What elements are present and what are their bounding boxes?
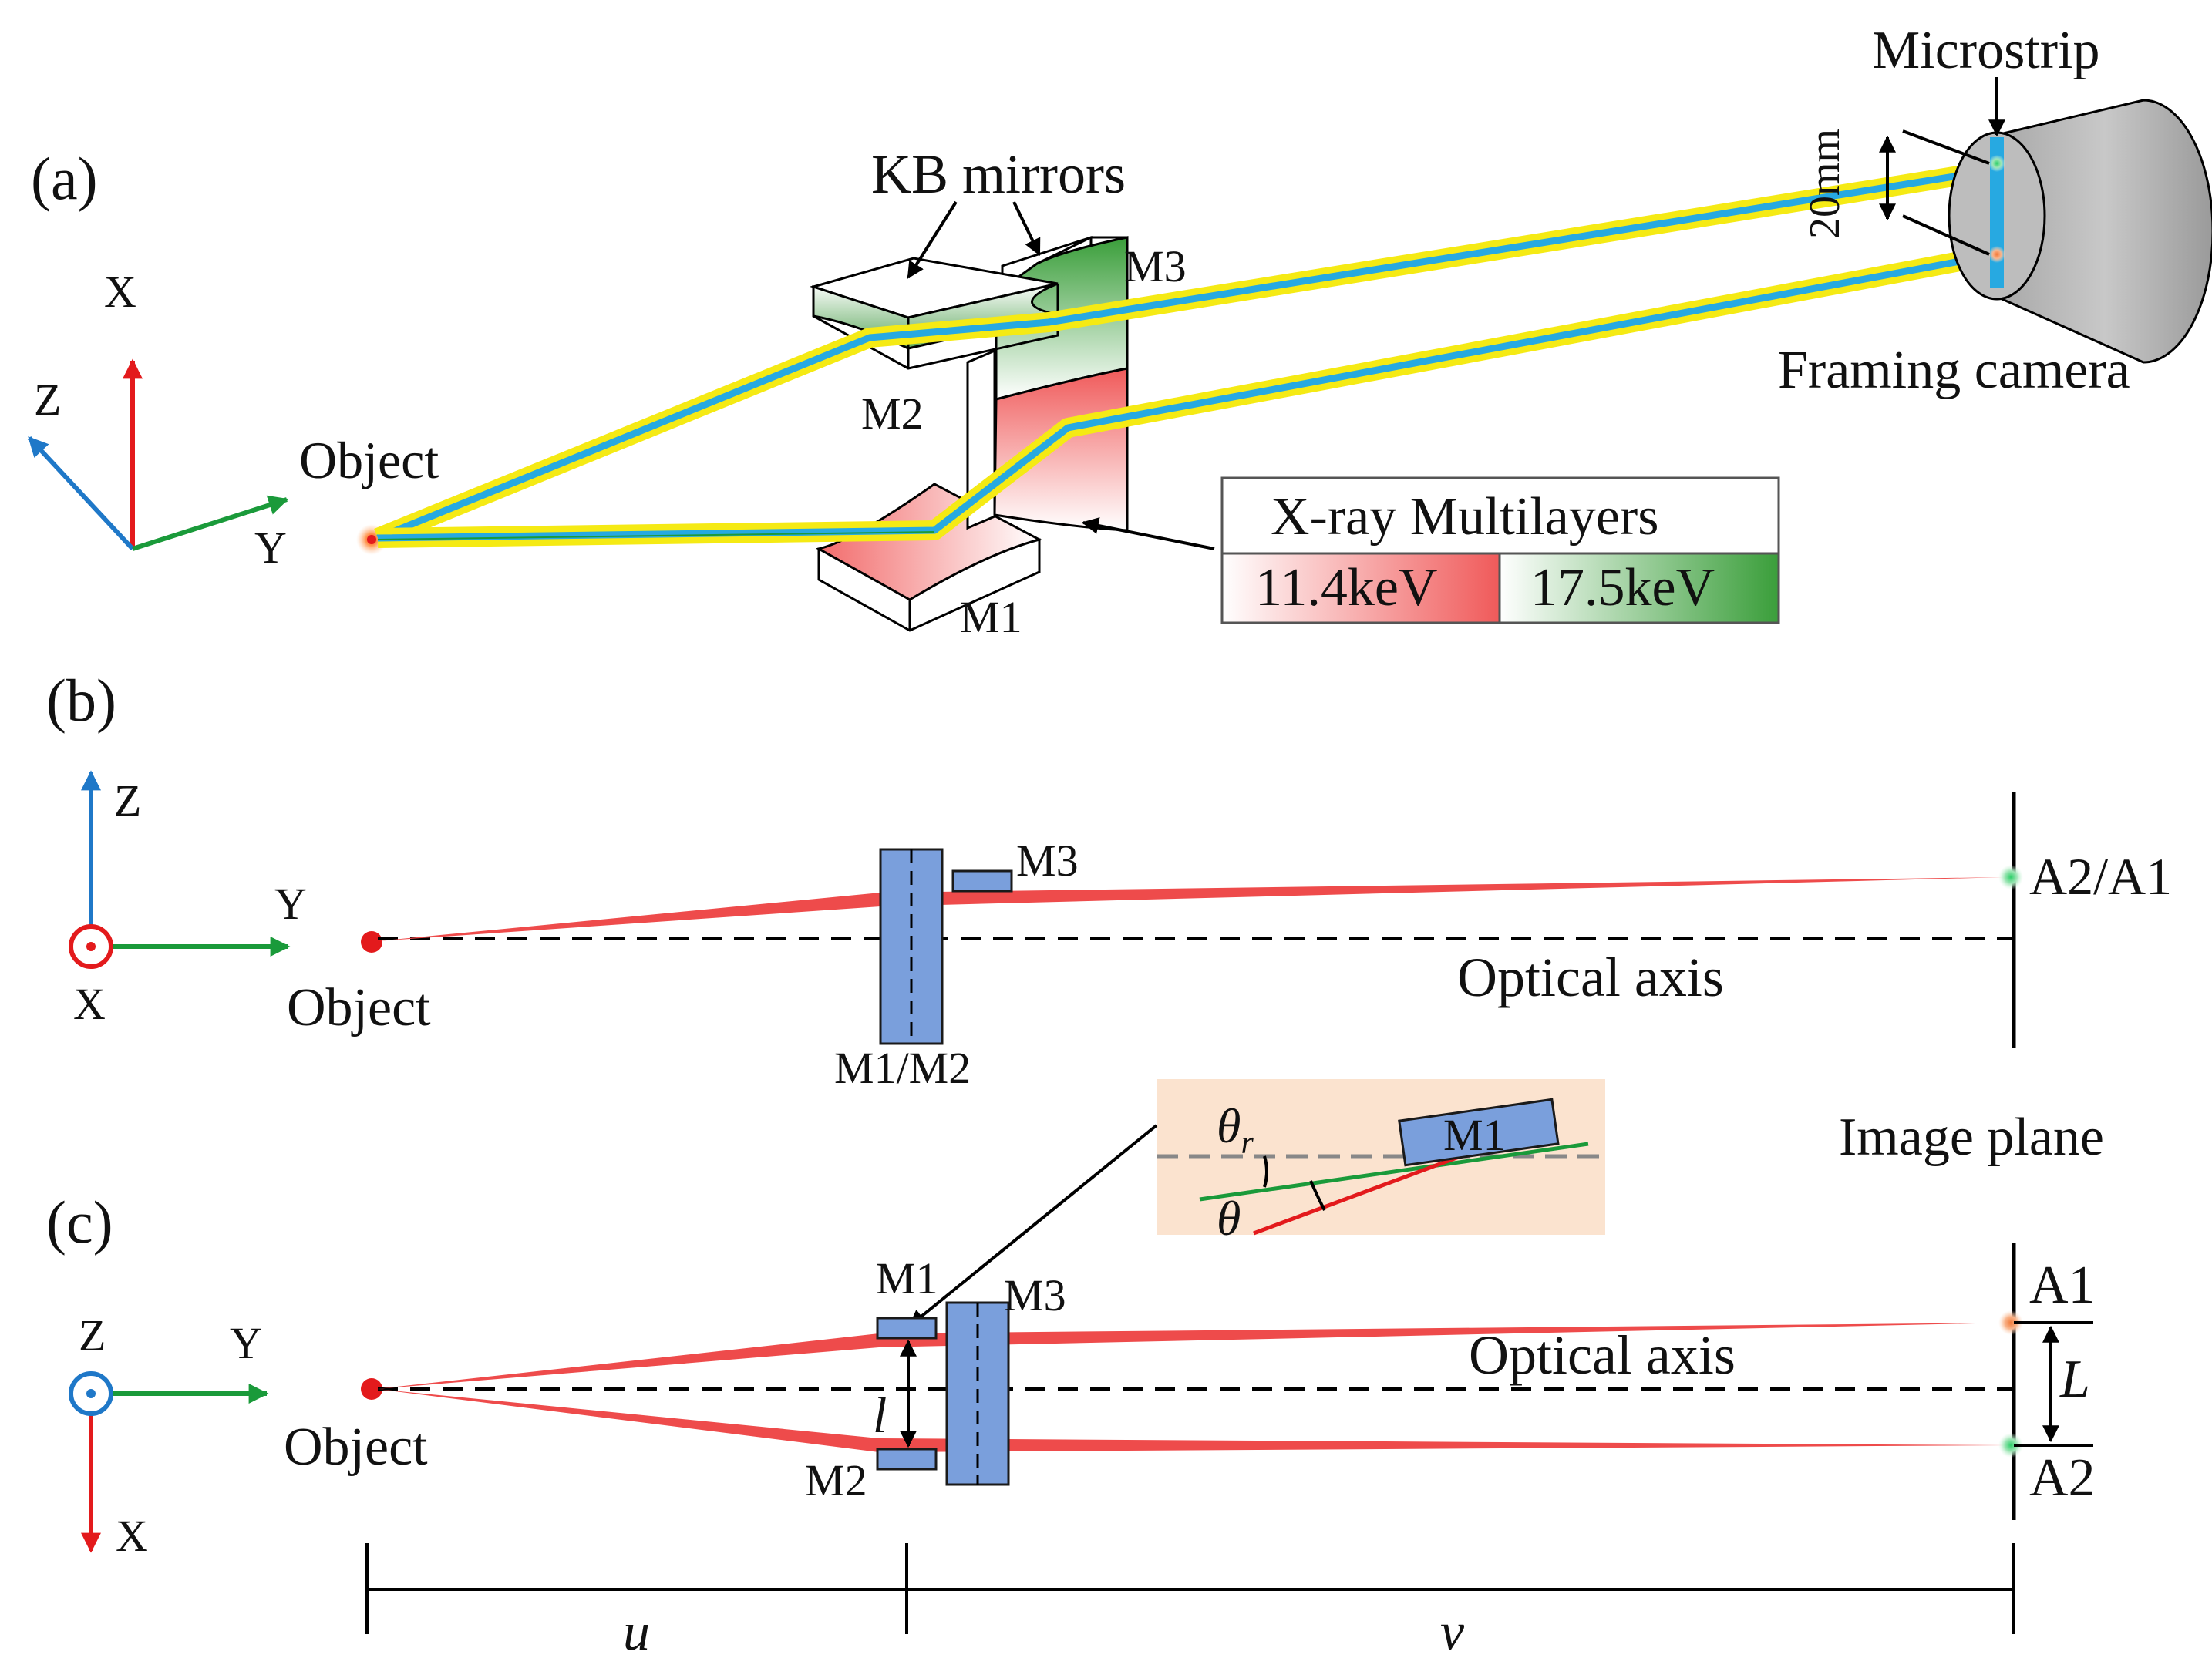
theta-label: θ (1217, 1191, 1241, 1246)
multilayer-legend: X-ray Multilayers 11.4keV 17.5keV (1220, 476, 1780, 624)
image-a1-label: A1 (2029, 1256, 2096, 1315)
panel-c-label: (c) (46, 1189, 113, 1256)
spot-orange (1988, 246, 2005, 263)
m2-label: M2 (805, 1455, 867, 1505)
m1-label: M1 (960, 592, 1022, 642)
m3-label: M3 (1004, 1270, 1066, 1320)
optical-axis-label: Optical axis (1469, 1324, 1736, 1386)
inset-red-ray (1253, 1152, 1466, 1236)
microstrip-label: Microstrip (1872, 21, 2100, 80)
m3-label: M3 (1016, 836, 1079, 886)
legend-swatch-high (1500, 553, 1779, 623)
ray-to-mirror (376, 893, 880, 941)
panel-b-axes: Z Y X (69, 770, 307, 1029)
mirror-m1 (876, 1317, 938, 1340)
inset-mirror-label: M1 (1443, 1110, 1506, 1160)
y-axis-label: Y (254, 523, 287, 573)
inset-green-ray (1199, 1142, 1589, 1202)
beam-lower-blue (377, 251, 1998, 542)
z-axis-arrow (27, 436, 135, 551)
panel-b: (b) Z Y X Object M3 M1/M2 A2/A1 Optical … (46, 667, 2172, 1167)
y-axis-arrow (132, 495, 289, 551)
spacing-label: l (873, 1387, 887, 1444)
mirror-m2 (876, 1448, 938, 1471)
panel-a: (a) X Z Y Object (27, 21, 2212, 642)
panel-a-label: (a) (31, 145, 98, 212)
separation-label: L (2059, 1350, 2090, 1409)
angle-inset: M1 θr θ (1157, 1079, 1605, 1246)
kb-mirror-assembly (809, 235, 1129, 632)
object-point (361, 931, 382, 953)
ray-upper-out (879, 1323, 2009, 1347)
optical-axis-label: Optical axis (1457, 947, 1724, 1008)
x-axis-label: X (116, 1511, 148, 1561)
ray-lower-out (879, 1438, 2009, 1452)
image-a2-label: A2 (2029, 1448, 2096, 1508)
spot-green (1988, 155, 2005, 172)
y-axis-label: Y (230, 1318, 262, 1368)
ray-upper-in (376, 1333, 879, 1389)
kb-mirrors-label: KB mirrors (871, 143, 1126, 205)
y-axis-label: Y (274, 879, 307, 929)
m2-label: M2 (861, 388, 924, 439)
legend-high-energy: 17.5keV (1530, 558, 1715, 617)
theta-r-arc (1263, 1155, 1268, 1188)
z-axis-label: Z (34, 375, 61, 425)
object-point (361, 1378, 382, 1400)
legend-low-energy: 11.4keV (1255, 558, 1438, 617)
m1-label: M1 (876, 1253, 938, 1303)
image-plane-label: Image plane (1839, 1108, 2104, 1167)
mirror-m3 (951, 869, 1013, 893)
image-spot-a2 (1998, 1433, 2023, 1458)
dimension-label: 20mm (1801, 129, 1849, 239)
image-spot-a1 (1998, 1310, 2023, 1335)
z-axis-label: Z (79, 1310, 106, 1360)
image-spot-a2a1 (1998, 865, 2023, 890)
panel-c: (c) Z Y X Object l M1 M2 M3 (46, 1189, 2096, 1658)
object-label: Object (287, 978, 431, 1038)
camera-body (1995, 99, 2212, 364)
ray-to-image (880, 877, 2005, 906)
camera-label: Framing camera (1778, 341, 2130, 400)
theta-arc (1309, 1180, 1326, 1211)
object-label: Object (299, 431, 439, 489)
m3-label: M3 (1124, 241, 1187, 291)
theta-r-label: θr (1217, 1098, 1254, 1161)
z-axis-label: Z (114, 775, 141, 826)
legend-title: X-ray Multilayers (1271, 487, 1658, 547)
object-label: Object (284, 1418, 428, 1477)
m1-m2-label: M1/M2 (834, 1043, 971, 1093)
distance-v-label: v (1440, 1603, 1465, 1658)
inset-pointer (908, 1124, 1158, 1327)
panel-a-axes: X Z Y (27, 267, 289, 573)
x-axis-label: X (73, 979, 106, 1029)
image-point-label: A2/A1 (2029, 847, 2172, 906)
panel-b-label: (b) (46, 667, 116, 734)
xray-beams (374, 160, 1999, 548)
inset-mirror (1398, 1098, 1560, 1167)
framing-camera (1948, 99, 2212, 364)
distance-u-label: u (623, 1603, 650, 1658)
ray-lower-in (376, 1389, 879, 1452)
beam-upper-blue (376, 166, 1998, 542)
object-source (367, 535, 376, 544)
x-axis-label: X (104, 267, 136, 317)
panel-c-axes: Z Y X (69, 1310, 269, 1561)
legend-swatch-low (1222, 553, 1500, 623)
legend-pointer (1081, 517, 1215, 550)
